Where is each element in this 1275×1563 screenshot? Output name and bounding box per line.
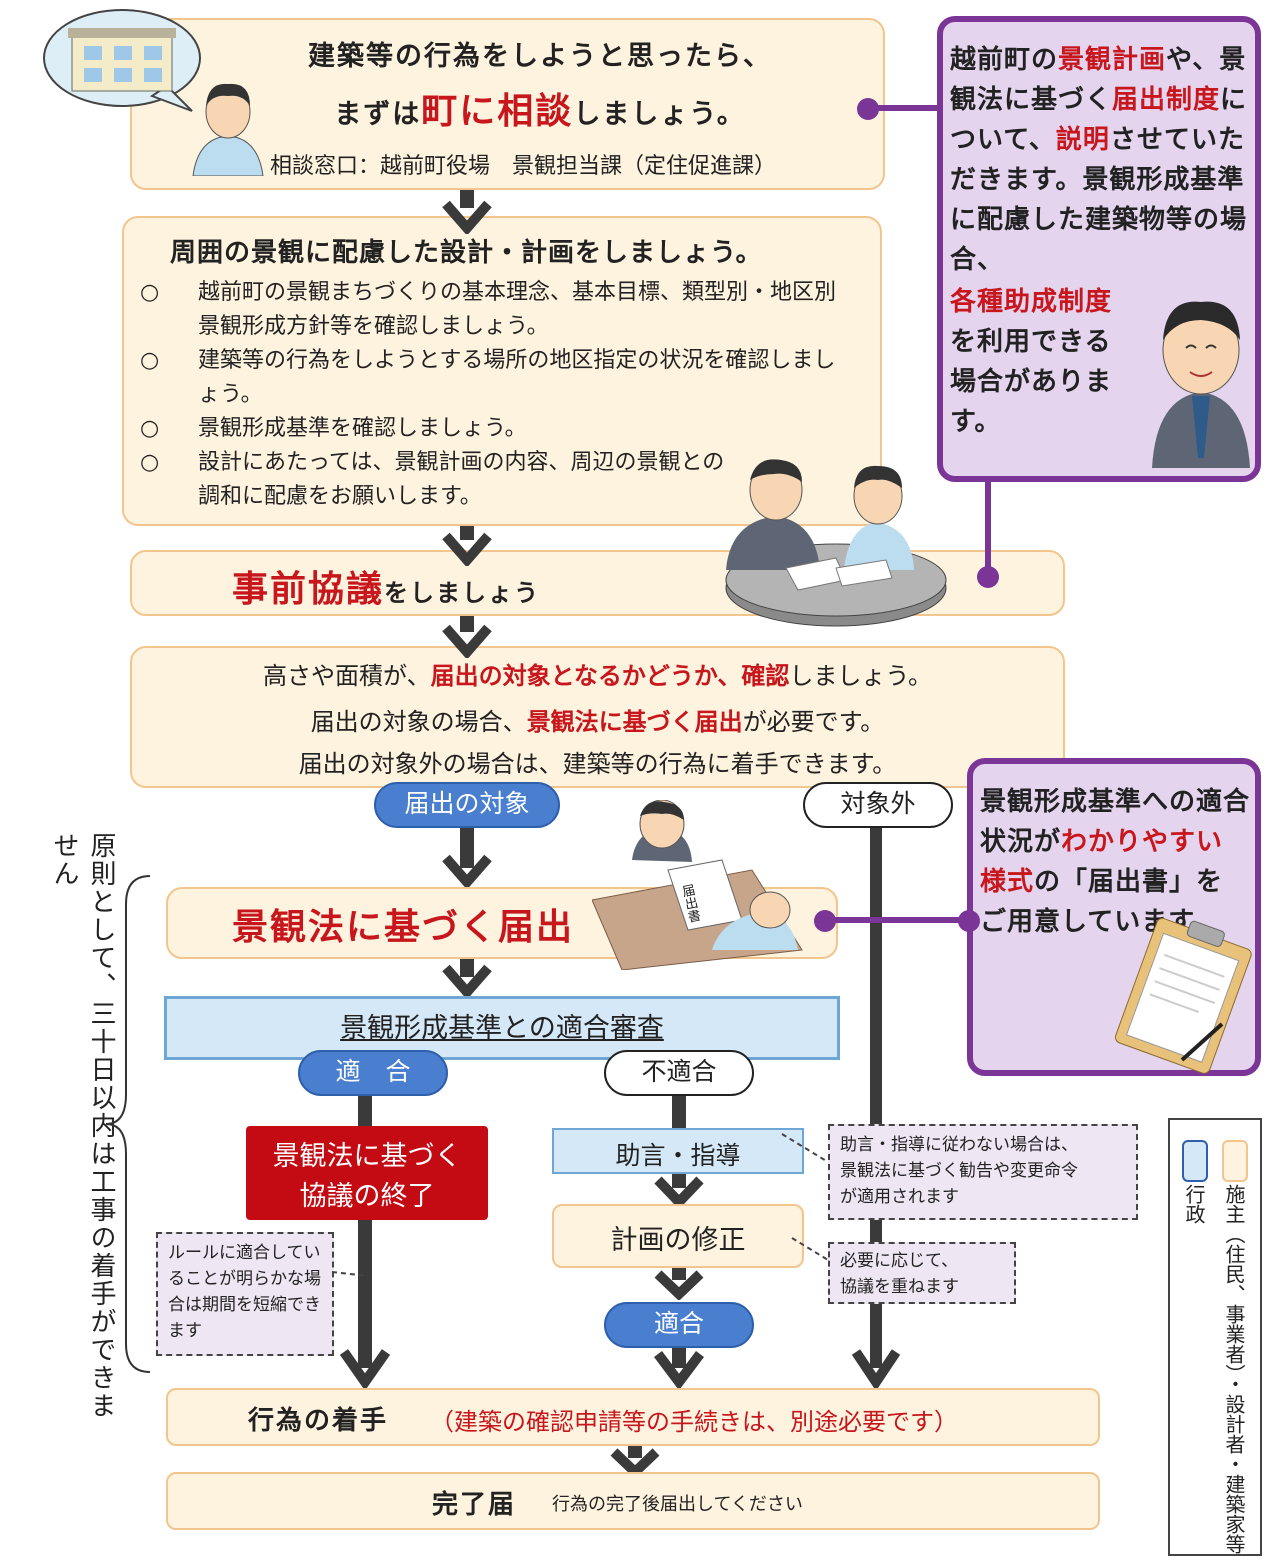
complete-box <box>166 1472 1100 1530</box>
explain-text-top: 越前町の景観計画や、景観法に基づく届出制度について、説明させていただきます。景観… <box>950 45 1248 275</box>
connector-line-purple <box>868 105 940 111</box>
design-item: ○景観形成基準を確認しましょう。 <box>140 416 527 441</box>
connector-line <box>460 190 474 208</box>
branch-target-pill: 届出の対象 <box>374 782 560 828</box>
review-box <box>164 996 840 1060</box>
arrow-down-icon <box>654 1270 704 1300</box>
arrow-down-icon <box>654 1351 704 1390</box>
official-person-icon <box>1152 301 1250 468</box>
connector-line <box>628 1446 642 1458</box>
revise-pass-pill: 適合 <box>604 1302 754 1348</box>
consult-end-box <box>246 1126 488 1220</box>
connector-line <box>672 1268 686 1280</box>
advice-note: 助言・指導に従わない場合は、景観法に基づく勧告や変更命令が適用されます <box>828 1124 1138 1220</box>
check-line3: 届出の対象外の場合は、建築等の行為に着手できます。 <box>298 750 897 778</box>
consult-line2: まずは町に相談しましょう。 <box>334 91 746 132</box>
connector-line-purple <box>825 917 968 923</box>
start-work-label: 行為の着手 <box>248 1406 389 1436</box>
legend-owner-label: 施主（住民、事業者）・設計者・建築家等 <box>1222 1184 1246 1554</box>
advice-label: 助言・指導 <box>615 1141 741 1170</box>
note-pointer <box>791 1237 829 1261</box>
consult-end-line2: 協議の終了 <box>299 1181 435 1212</box>
review-pass-pill: 適 合 <box>298 1050 448 1096</box>
design-item: ○建築等の行為をしようとする場所の地区指定の状況を確認しましょう。 <box>140 348 836 407</box>
connector-line <box>460 959 474 977</box>
check-line2: 届出の対象の場合、景観法に基づく届出が必要です。 <box>310 708 885 736</box>
revise-box <box>552 1204 804 1268</box>
clipboard-icon <box>1114 917 1252 1074</box>
consult-line1: 建築等の行為をしようと思ったら、 <box>308 41 772 72</box>
connector-line <box>672 1348 686 1368</box>
branch-excluded-pill: 対象外 <box>803 782 953 828</box>
start-work-note: （建築の確認申請等の手続きは、別途必要です） <box>430 1408 958 1436</box>
submit-document-illustration <box>592 800 803 970</box>
check-box <box>130 646 1065 788</box>
connector-dot <box>958 910 980 932</box>
legend-owner-swatch <box>1222 1140 1248 1182</box>
connector-line <box>460 526 474 540</box>
connector-line <box>672 1096 686 1130</box>
resident-person-icon <box>192 83 264 176</box>
start-work-box <box>166 1388 1100 1446</box>
arrow-down-icon <box>442 532 492 566</box>
rule-note: ルールに適合していることが明らかな場合は期間を短縮できます <box>156 1232 334 1356</box>
arrow-down-icon <box>654 1176 704 1208</box>
arrow-down-icon <box>852 1349 900 1390</box>
design-title: 周囲の景観に配慮した設計・計画をしましょう。 <box>170 238 763 268</box>
legend-box <box>1168 1118 1262 1556</box>
pre-consult-text: 事前協議をしましょう <box>232 569 541 610</box>
consult-end-line1: 景観法に基づく <box>272 1141 462 1172</box>
consult-contact: 相談窓口：越前町役場 景観担当課（定住促進課） <box>270 154 777 179</box>
connector-dot <box>977 566 999 588</box>
arrow-down-icon <box>442 200 492 234</box>
legend-admin-swatch <box>1182 1140 1208 1182</box>
connector-line <box>358 1096 372 1130</box>
arrow-down-icon <box>442 854 492 888</box>
explain-text-bottom: 各種助成制度を利用できる場合があります。 <box>950 287 1113 437</box>
connector-line <box>358 1220 372 1368</box>
design-item: ○設計にあたっては、景観計画の内容、周辺の景観との調和に配慮をお願いします。 <box>140 450 725 509</box>
arrow-down-icon <box>442 964 492 998</box>
arrow-down-icon <box>340 1349 390 1390</box>
note-pointer <box>331 1271 369 1277</box>
thirty-day-note: 原則として、三十日以内は工事の着手ができません <box>49 832 116 1420</box>
connector-line <box>672 1174 686 1188</box>
connector-line <box>460 616 474 632</box>
note-pointer <box>781 1133 829 1163</box>
excluded-path-line <box>870 828 882 1368</box>
speech-bubble-house-icon <box>43 9 201 112</box>
advice-box <box>552 1128 804 1174</box>
check-line1: 高さや面積が、届出の対象となるかどうか、確認しましょう。 <box>263 662 932 690</box>
connector-line <box>460 828 474 868</box>
form-panel-text: 景観形成基準への適合状況がわかりやすい様式の「届出書」をご用意しています。 <box>980 787 1251 937</box>
design-list: ○越前町の景観まちづくりの基本理念、基本目標、類型別・地区別景観形成方針等を確認… <box>140 276 840 514</box>
notification-title: 景観法に基づく届出 <box>232 907 575 948</box>
complete-label: 完了届 <box>432 1490 517 1520</box>
legend-admin-label: 行政 <box>1182 1184 1206 1224</box>
complete-note: 行為の完了後届出してください <box>552 1494 803 1515</box>
arrow-down-icon <box>442 624 492 658</box>
review-title: 景観形成基準との適合審査 <box>340 1013 664 1044</box>
repeat-note: 必要に応じて、協議を重ねます <box>828 1242 1016 1304</box>
review-fail-pill: 不適合 <box>604 1050 754 1096</box>
meeting-table-illustration <box>725 459 947 627</box>
design-item: ○越前町の景観まちづくりの基本理念、基本目標、類型別・地区別景観形成方針等を確認… <box>140 280 837 339</box>
revise-label: 計画の修正 <box>610 1225 746 1256</box>
curly-brace <box>105 875 151 1373</box>
connector-line-purple <box>985 482 991 576</box>
